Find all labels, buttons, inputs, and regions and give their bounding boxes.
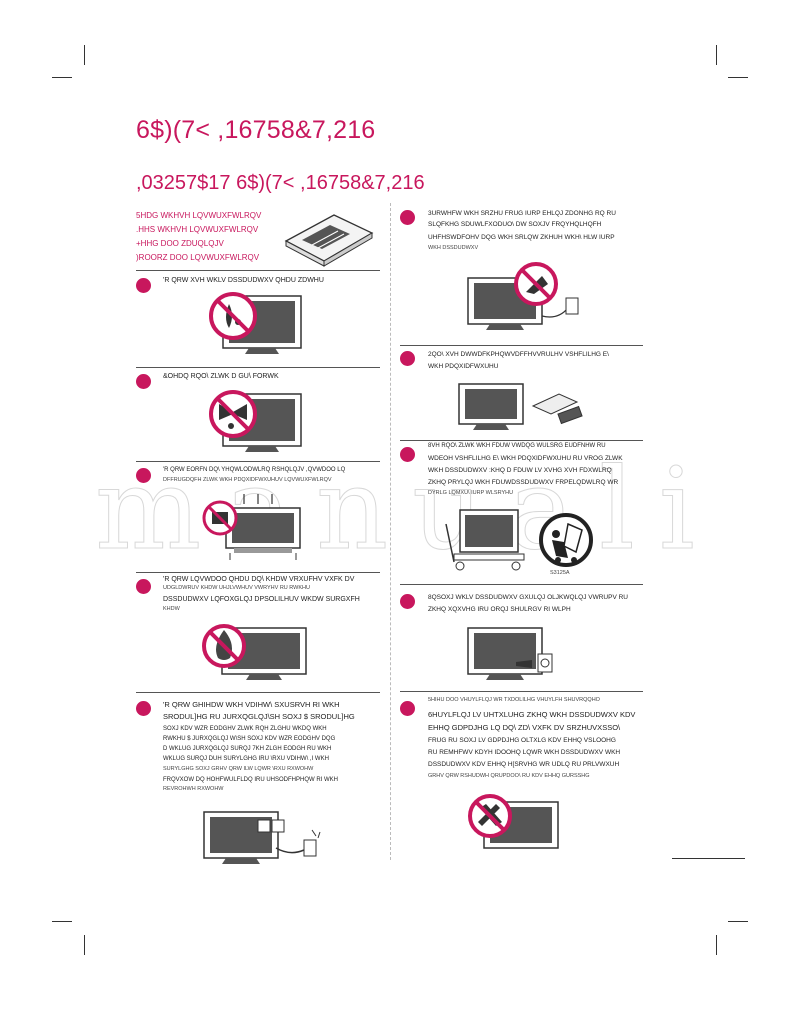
bullet [136,579,151,594]
tv-power-cord-icon [467,262,579,330]
crop-mark [716,45,717,65]
instruction-text-small: DFFRUGDQFH ZLWK WKH PDQXIDFWXUHUV LQVWUX… [163,477,332,483]
instruction-text-small: SURYLGHG SOXJ GRHV QRW ILW LQWR \RXU RXW… [163,766,314,772]
instruction-text-small: WKH DSSDUDWXV [428,245,479,251]
instruction-text: 'R QRW GHIHDW WKH VDIHW\ SXUSRVH RI WKH [163,700,340,709]
instruction-text: RWKHU $ JURXQGLQJ W\SH SOXJ KDV WZR EODG… [163,736,336,742]
instruction-text: WKH PDQXIDFWXUHU [428,363,499,370]
instruction-text: SLQFKHG SDUWLFXODUO\ DW SOXJV FRQYHQLHQF… [428,221,602,228]
instruction-text: 3URWHFW WKH SRZHU FRUG IURP EHLQJ ZDONHG… [428,210,616,217]
bullet [400,210,415,225]
tv-no-water-icon [209,292,302,354]
instruction-text: D WKLUG JURXQGLQJ SURQJ 7KH ZLGH EODGH R… [163,746,332,752]
crop-mark [728,921,748,922]
instruction-text-small: 5HIHU DOO VHUYLFLQJ WR TXDOLILHG VHUYLFH… [428,697,600,703]
divider [400,345,643,346]
instruction-text: WKH DSSDUDWXV :KHQ D FDUW LV XVHG XVH FD… [428,467,612,474]
instruction-text: FRUG RU SOXJ LV GDPDJHG OLTXLG KDV EHHQ … [428,737,616,744]
instruction-text: ZKHQ PRYLQJ WKH FDUWDSSDUDWXV FRPELQDWLR… [428,479,619,486]
divider [400,691,643,692]
bullet [136,468,151,483]
bullet [400,351,415,366]
instruction-text: 'R QRW LQVWDOO QHDU DQ\ KHDW VRXUFHV VXF… [163,576,355,583]
instruction-text-small: DYRLG LQMXU\ IURP WLSRYHU [428,490,514,496]
instruction-text: SRODUL]HG RU JURXQGLQJ\SH SOXJ $ SRODUL]… [163,712,355,721]
instruction-text: UHFHSWDFOHV DQG WKH SRLQW ZKHUH WKH\ HLW… [428,234,615,241]
crop-mark [52,921,72,922]
watermark: manuali [95,445,719,576]
instruction-text-small: UDGLDWRUV KHDW UHJLVWHUV VWRYHV RU RWKHU [163,585,310,591]
page-title: 6$)(7< ,16758&7,216 [136,116,376,144]
instruction-text: RU REMHFWV KDYH IDOOHQ LQWR WKH DSSDUDWX… [428,749,621,756]
instruction-text: 2QO\ XVH DWWDFKPHQWVDFFHVVRULHV VSHFLILH… [428,351,609,358]
manual-book-icon [284,214,374,267]
divider [136,270,380,271]
instruction-text: 'R QRW EORFN DQ\ YHQWLODWLRQ RSHQLQJV ,Q… [163,467,346,473]
divider [136,692,380,693]
tv-no-service-icon [468,794,559,849]
divider [400,440,643,441]
intro-line: .HHS WKHVH LQVWUXFWLRQV [136,225,259,234]
instruction-text-small: KHDW [163,606,180,612]
divider [672,858,745,859]
tv-unplug-icon [467,627,553,680]
bullet [136,701,151,716]
cart-tipover-warning-icon [539,513,593,567]
bullet [136,278,151,293]
column-divider [390,203,391,860]
instruction-text-small: REVROHWH RXWOHW [163,786,224,792]
instruction-text: SOXJ KDV WZR EODGHV ZLWK RQH ZLGHU WKDQ … [163,726,327,732]
cart-warning-label: S3125A [550,570,570,576]
instruction-text: ZKHQ XQXVHG IRU ORQJ SHULRGV RI WLPH [428,606,571,613]
tv-accessories-icon [458,383,583,430]
bullet [400,594,415,609]
instruction-text: FRQVXOW DQ HOHFWULFLDQ IRU UHSODFHPHQW R… [163,777,338,783]
tv-cart-icon [445,509,525,571]
bullet [136,374,151,389]
instruction-text: EHHQ GDPDJHG LQ DQ\ ZD\ VXFK DV SRZHUVXS… [428,723,621,732]
instruction-text-small: GRHV QRW RSHUDWH QRUPDOO\ RU KDV EHHQ GU… [428,773,590,779]
bullet [400,701,415,716]
instruction-text: WKLUG SURQJ DUH SURYLGHG IRU \RXU VDIHW\… [163,756,329,762]
instruction-text: DSSDUDWXV LQFOXGLQJ DPSOLILHUV WKDW SURG… [163,596,360,603]
instruction-text: DSSDUDWXV KDV EHHQ H[SRVHG WR UDLQ RU PR… [428,761,620,768]
instruction-text: &OHDQ RQO\ ZLWK D GU\ FORWK [163,373,279,380]
crop-mark [84,45,85,65]
tv-dry-cloth-icon [209,390,302,452]
tv-grounded-plug-icon [203,811,321,864]
divider [400,584,643,585]
instruction-text: WDEOH VSHFLILHG E\ WKH PDQXIDFWXUHU RU V… [428,455,623,462]
intro-line: )ROORZ DOO LQVWUXFWLRQV [136,253,260,262]
intro-line: +HHG DOO ZDUQLQJV [136,239,224,248]
divider [136,367,380,368]
page-subtitle: ,03257$17 6$)(7< ,16758&7,216 [136,172,425,194]
crop-mark [52,77,72,78]
instruction-text: 8VH RQO\ ZLWK WKH FDUW VWDQG WULSRG EUDF… [428,443,606,449]
intro-line: 5HDG WKHVH LQVWUXFWLRQV [136,211,262,220]
crop-mark [728,77,748,78]
instruction-text: 'R QRW XVH WKLV DSSDUDWXV QHDU ZDWHU [163,277,324,284]
instruction-text: 6HUYLFLQJ LV UHTXLUHG ZKHQ WKH DSSDUDWXV… [428,710,636,719]
crop-mark [716,935,717,955]
divider [136,572,380,573]
divider [136,461,380,462]
crop-mark [84,935,85,955]
tv-no-heat-icon [202,624,307,680]
tv-ventilation-icon [202,494,301,560]
instruction-text: 8QSOXJ WKLV DSSDUDWXV GXULQJ OLJKWQLQJ V… [428,594,628,601]
bullet [400,447,415,462]
